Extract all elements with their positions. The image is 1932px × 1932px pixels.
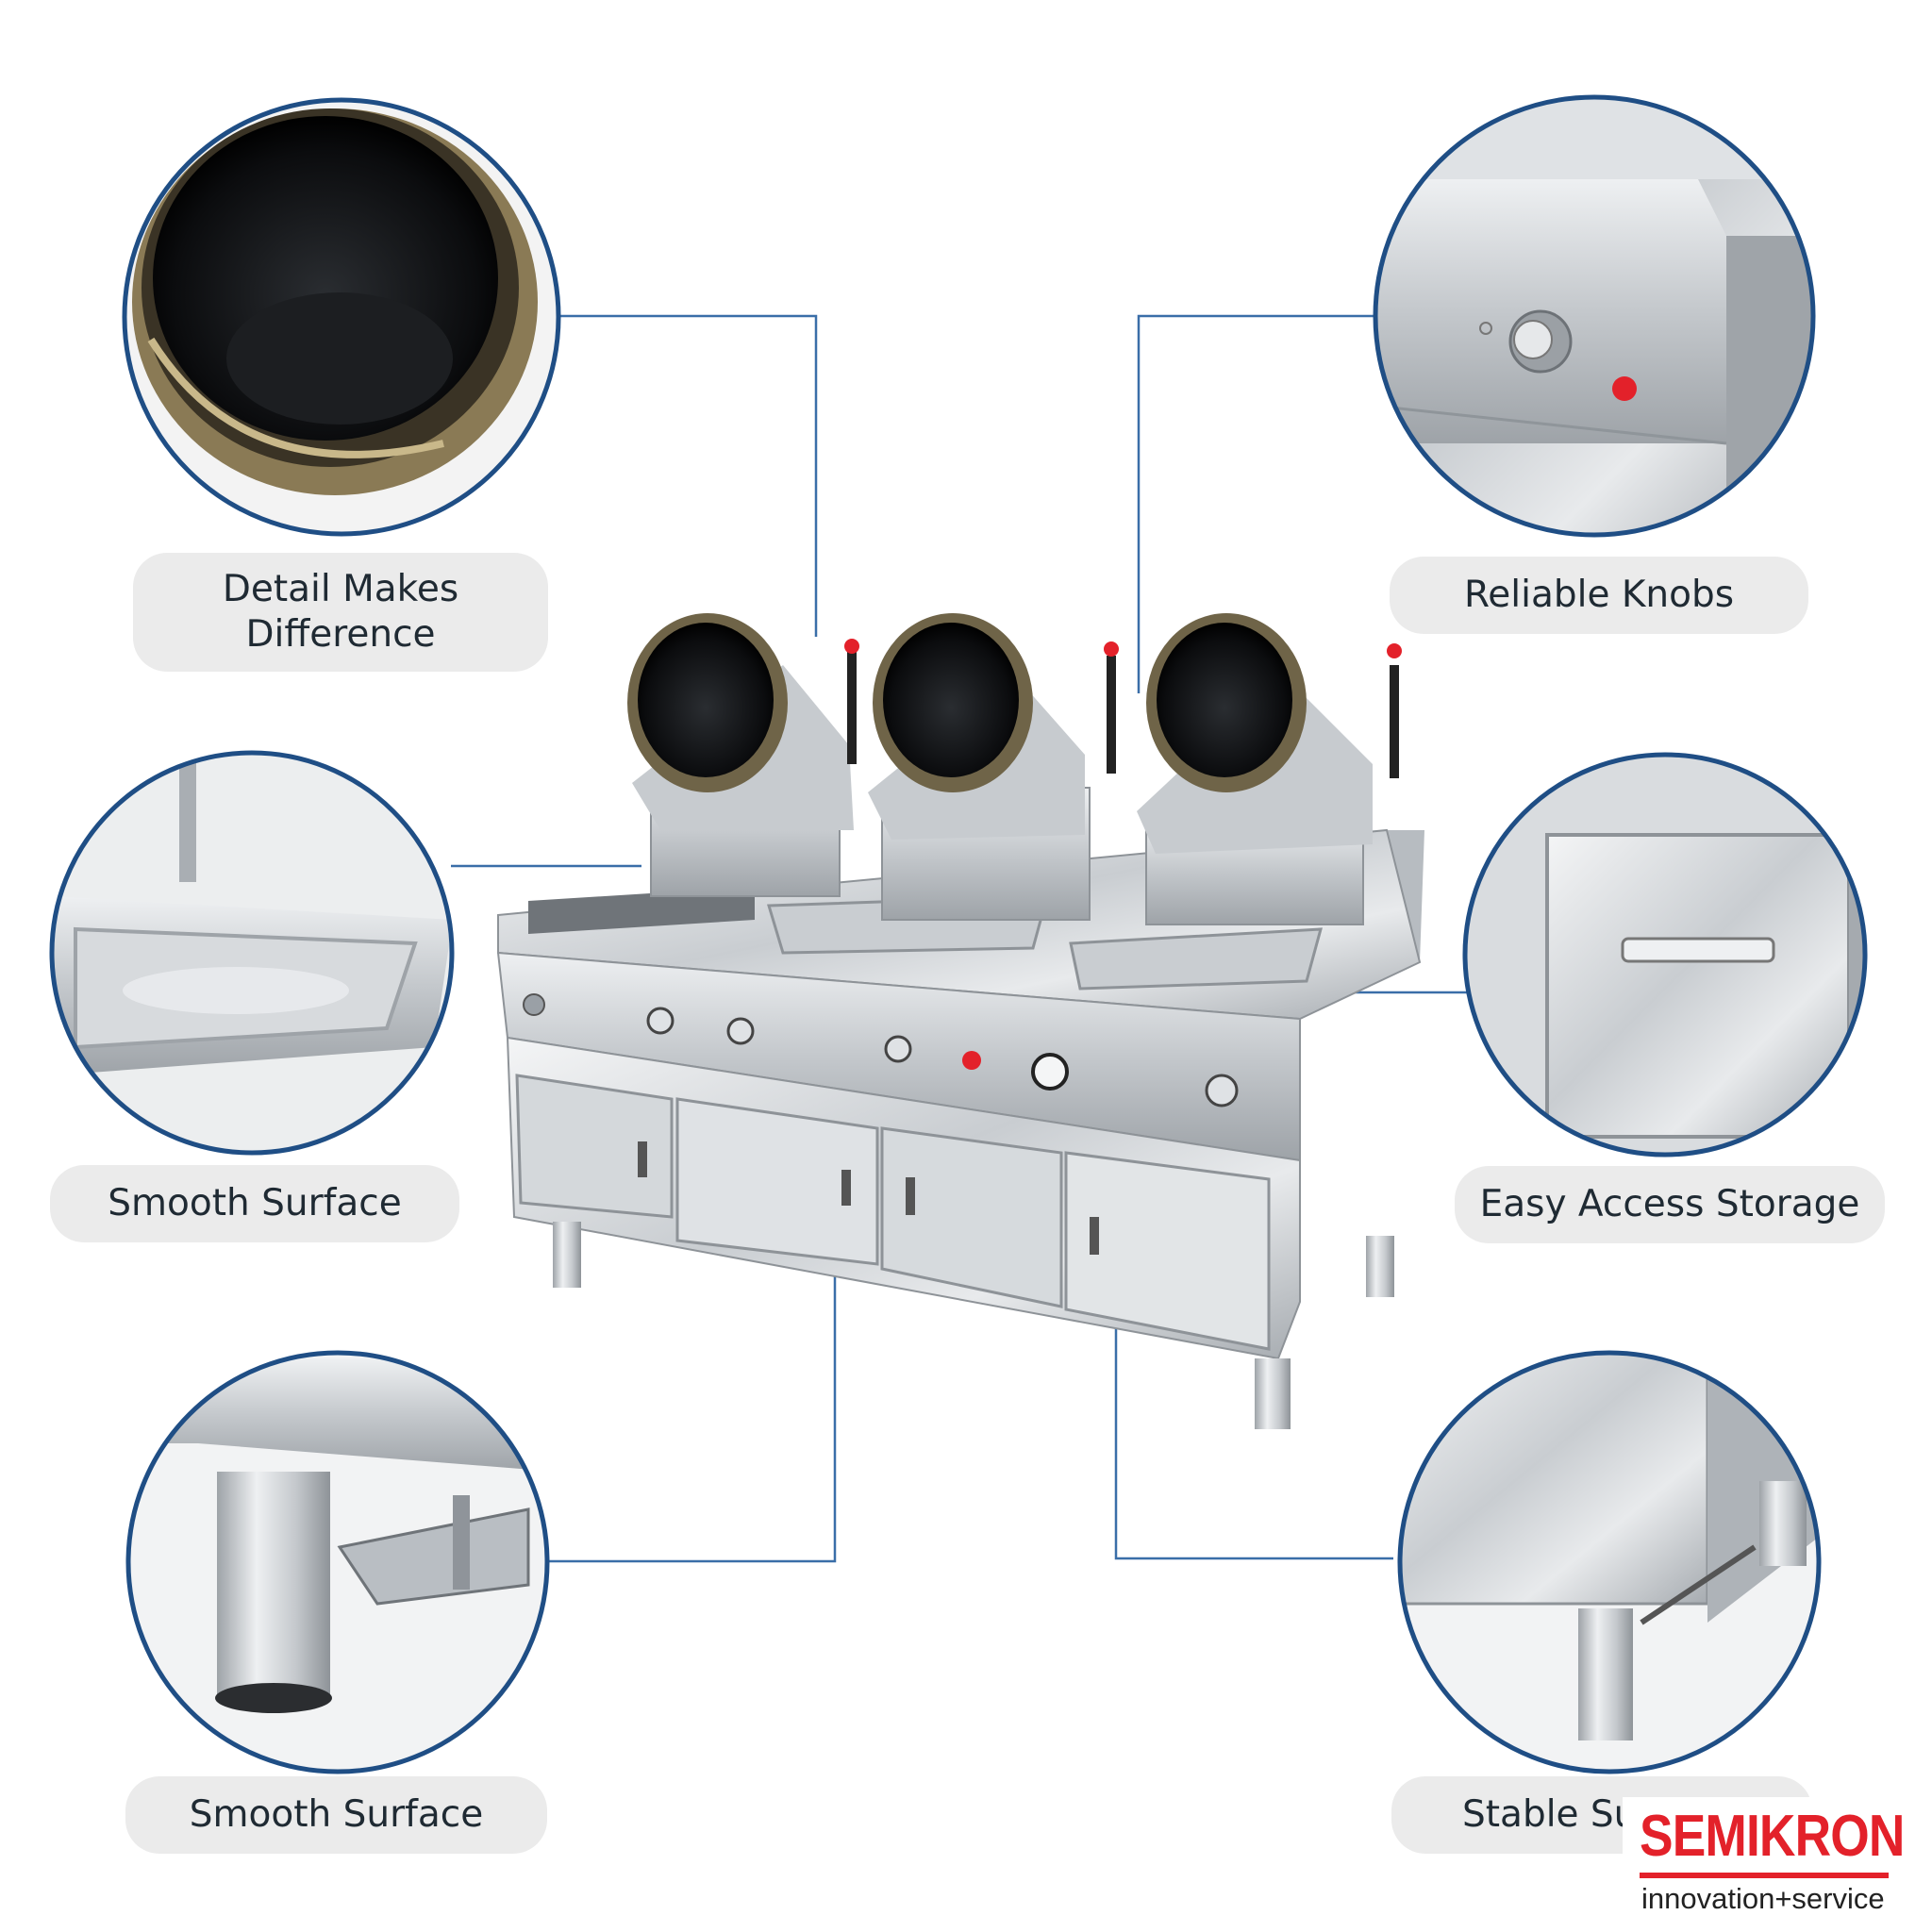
label-text: Smooth Surface — [108, 1182, 402, 1224]
cabinet-drawer-closeup — [1462, 752, 1868, 1158]
automatic-wok-cooking-station — [496, 613, 1424, 1429]
logo-brand: SEMIKRON — [1640, 1804, 1905, 1869]
label-smooth-surface-bottom: Smooth Surface — [125, 1776, 547, 1854]
label-text: Smooth Surface — [189, 1793, 484, 1836]
control-knob-closeup — [1373, 94, 1816, 538]
wok-unit-right — [1137, 613, 1402, 925]
label-text: Reliable Knobs — [1463, 574, 1735, 616]
label-smooth-surface-top: Smooth Surface — [50, 1165, 459, 1242]
label-text: Easy Access Storage — [1479, 1183, 1860, 1225]
wok-unit-left — [627, 613, 859, 897]
logo-tagline: innovation+service — [1641, 1882, 1885, 1915]
label-reliable-knobs: Reliable Knobs — [1390, 557, 1808, 634]
sink-basin-closeup — [49, 750, 455, 1156]
label-text: Stable Su — [1462, 1793, 1638, 1836]
logo-rule — [1640, 1873, 1889, 1878]
adjustable-leg-closeup — [125, 1350, 550, 1774]
label-text: Detail Makes Difference — [222, 568, 459, 656]
connector-lines — [451, 314, 1481, 1563]
cooking-bowl-closeup — [122, 97, 561, 537]
label-detail-makes-difference: Detail Makes Difference — [133, 553, 548, 672]
semikron-logo: SEMIKRON innovation+service — [1623, 1797, 1924, 1929]
label-easy-access-storage: Easy Access Storage — [1455, 1166, 1885, 1243]
wok-unit-middle — [868, 613, 1119, 921]
base-frame-closeup — [1397, 1350, 1822, 1774]
